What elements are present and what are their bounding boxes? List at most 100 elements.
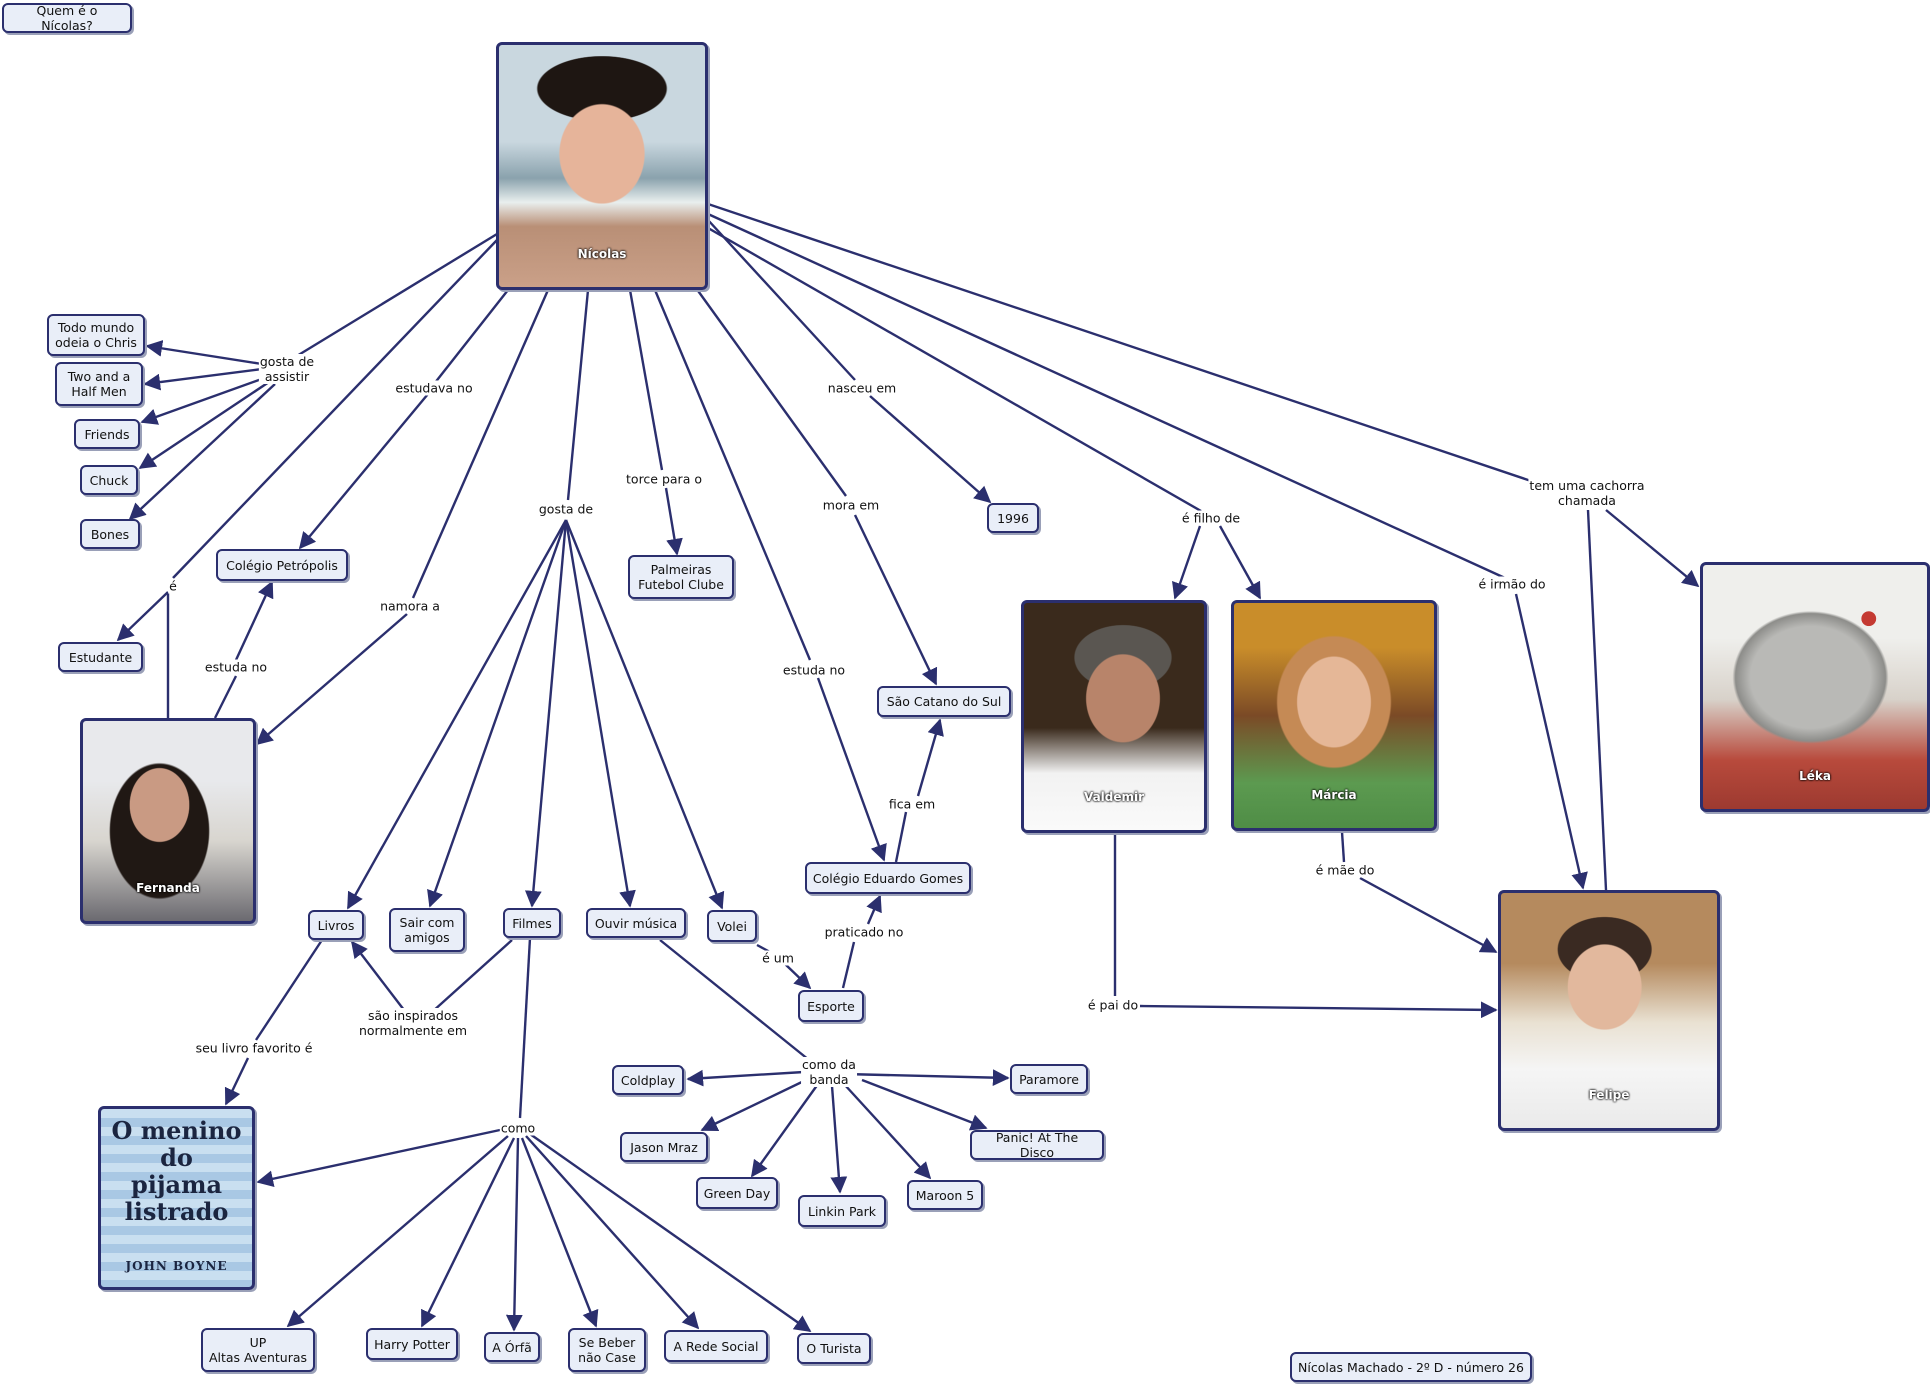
link-line bbox=[128, 383, 276, 521]
link-label-como-da-banda: como da banda bbox=[801, 1057, 857, 1087]
link-label-e-um: é um bbox=[761, 950, 795, 966]
node-estudante[interactable]: Estudante bbox=[58, 642, 143, 672]
leka-photo[interactable]: Léka bbox=[1700, 562, 1930, 812]
node-a-orfa[interactable]: A Órfã bbox=[484, 1332, 540, 1362]
node-filmes[interactable]: Filmes bbox=[503, 908, 561, 938]
node-sao-caetano[interactable]: São Catano do Sul bbox=[877, 686, 1011, 717]
valdemir-caption: Valdemir bbox=[1083, 790, 1145, 804]
node-friends[interactable]: Friends bbox=[74, 419, 140, 449]
link-label-seu-livro-favorito: seu livro favorito é bbox=[194, 1040, 314, 1056]
link-line bbox=[520, 1137, 599, 1328]
leka-caption: Léka bbox=[1799, 769, 1831, 783]
link-line bbox=[234, 580, 274, 661]
link-line bbox=[830, 1085, 848, 1194]
node-linkin-park[interactable]: Linkin Park bbox=[798, 1195, 886, 1227]
link-line bbox=[700, 1078, 807, 1132]
link-label-como: como bbox=[499, 1120, 537, 1136]
link-label-e: é bbox=[168, 578, 178, 594]
link-line bbox=[1359, 876, 1498, 954]
nicolas-photo[interactable]: Nícolas bbox=[496, 42, 708, 290]
node-esporte[interactable]: Esporte bbox=[798, 990, 864, 1022]
felipe-photo[interactable]: Felipe bbox=[1498, 890, 1720, 1131]
node-ouvir-musica[interactable]: Ouvir música bbox=[586, 908, 686, 938]
node-coldplay[interactable]: Coldplay bbox=[612, 1065, 684, 1095]
marcia-photo[interactable]: Márcia bbox=[1231, 600, 1437, 831]
node-palmeiras[interactable]: Palmeiras Futebol Clube bbox=[628, 555, 734, 599]
link-line bbox=[816, 677, 887, 862]
link-label-estudava-no: estudava no bbox=[394, 380, 474, 396]
link-line bbox=[659, 939, 815, 1065]
link-line bbox=[286, 1135, 509, 1328]
link-label-e-pai-do: é pai do bbox=[1086, 997, 1140, 1013]
node-livros[interactable]: Livros bbox=[308, 910, 364, 940]
node-harry-potter[interactable]: Harry Potter bbox=[366, 1328, 458, 1360]
node-1996[interactable]: 1996 bbox=[987, 503, 1039, 533]
map-title-box[interactable]: Quem é o Nícolas? bbox=[2, 3, 132, 33]
link-line bbox=[564, 519, 725, 910]
node-a-rede-social[interactable]: A Rede Social bbox=[664, 1330, 768, 1362]
link-line bbox=[140, 374, 271, 425]
fernanda-photo[interactable]: Fernanda bbox=[80, 718, 256, 924]
link-line bbox=[1605, 509, 1700, 588]
link-line bbox=[894, 811, 908, 863]
link-line bbox=[707, 226, 1202, 513]
link-label-praticado-no: praticado no bbox=[823, 924, 905, 940]
link-line bbox=[843, 1069, 1010, 1087]
link-line bbox=[751, 1083, 819, 1178]
node-todo-mundo[interactable]: Todo mundo odeia o Chris bbox=[47, 314, 145, 356]
author-footer-box[interactable]: Nícolas Machado - 2º D - número 26 bbox=[1290, 1352, 1532, 1382]
node-panic-at-the-disco[interactable]: Panic! At The Disco bbox=[970, 1130, 1104, 1160]
link-label-e-irmao-do: é irmão do bbox=[1477, 576, 1547, 592]
link-line bbox=[420, 1137, 516, 1328]
book-cover-o-menino[interactable]: O menino do pijama listrado JOHN BOYNE bbox=[98, 1106, 255, 1290]
node-bones[interactable]: Bones bbox=[80, 519, 140, 549]
node-maroon-5[interactable]: Maroon 5 bbox=[907, 1180, 983, 1210]
felipe-caption: Felipe bbox=[1588, 1088, 1630, 1102]
link-label-torce-para-o: torce para o bbox=[625, 471, 703, 487]
link-line bbox=[695, 287, 847, 497]
link-line bbox=[518, 937, 532, 1119]
link-line bbox=[1139, 1001, 1498, 1019]
link-line bbox=[298, 393, 429, 550]
node-jason-mraz[interactable]: Jason Mraz bbox=[620, 1132, 708, 1162]
node-up-altas-aventuras[interactable]: UP Altas Aventuras bbox=[201, 1328, 315, 1372]
nicolas-caption: Nícolas bbox=[577, 247, 627, 261]
link-label-nasceu-em: nasceu em bbox=[826, 380, 898, 396]
link-line bbox=[1340, 831, 1346, 863]
node-volei[interactable]: Volei bbox=[707, 910, 757, 942]
link-label-fica-em: fica em bbox=[887, 796, 937, 812]
link-line bbox=[143, 367, 263, 391]
link-label-e-filho-de: é filho de bbox=[1180, 510, 1242, 526]
node-se-beber-nao-case[interactable]: Se Beber não Case bbox=[568, 1328, 646, 1372]
link-line bbox=[843, 1083, 932, 1180]
marcia-caption: Márcia bbox=[1311, 788, 1357, 802]
node-two-and-a-half-men[interactable]: Two and a Half Men bbox=[55, 362, 143, 406]
link-label-estuda-no-fernanda: estuda no bbox=[203, 659, 269, 675]
node-paramore[interactable]: Paramore bbox=[1010, 1064, 1088, 1094]
node-colegio-eduardo-gomes[interactable]: Colégio Eduardo Gomes bbox=[805, 862, 971, 894]
link-line bbox=[172, 239, 498, 579]
link-line bbox=[346, 519, 568, 910]
node-o-turista[interactable]: O Turista bbox=[797, 1333, 871, 1364]
link-label-estuda-no: estuda no bbox=[781, 662, 847, 678]
valdemir-photo[interactable]: Valdemir bbox=[1021, 600, 1207, 833]
link-line bbox=[256, 1128, 501, 1188]
node-colegio-petropolis[interactable]: Colégio Petrópolis bbox=[216, 549, 348, 581]
link-line bbox=[224, 1057, 250, 1106]
node-green-day[interactable]: Green Day bbox=[696, 1177, 778, 1209]
fernanda-caption: Fernanda bbox=[136, 881, 200, 895]
node-chuck[interactable]: Chuck bbox=[80, 465, 138, 495]
link-line bbox=[525, 1135, 700, 1330]
link-line bbox=[916, 718, 944, 797]
link-line bbox=[1218, 525, 1262, 600]
link-label-tem-uma-cachorra: tem uma cachorra chamada bbox=[1528, 478, 1646, 508]
link-line bbox=[1172, 525, 1202, 600]
link-line bbox=[433, 289, 509, 385]
link-line bbox=[145, 340, 263, 366]
link-line bbox=[707, 212, 1506, 580]
link-line bbox=[707, 202, 1541, 486]
node-sair-com-amigos[interactable]: Sair com amigos bbox=[389, 908, 465, 952]
link-line bbox=[1586, 509, 1608, 891]
